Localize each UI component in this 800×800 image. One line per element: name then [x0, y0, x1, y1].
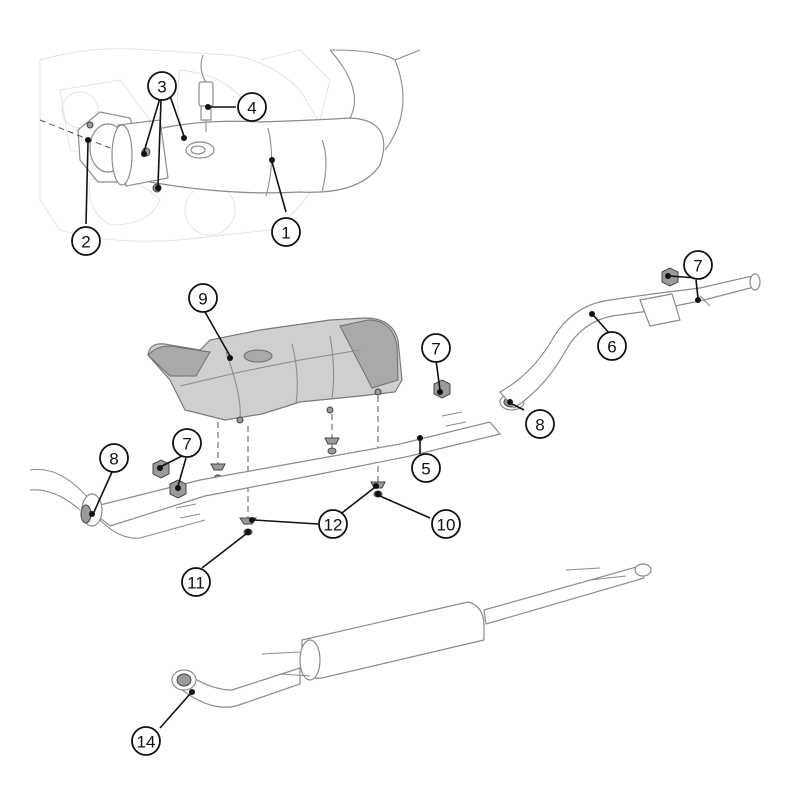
- clamp-front-part-8: [80, 493, 103, 527]
- callout-7-rear-label: 7: [693, 257, 702, 276]
- callout-1: 1: [271, 217, 301, 247]
- callout-2-label: 2: [81, 233, 90, 252]
- rear-connector-pipe-part-6: [499, 273, 761, 409]
- callout-12-label: 12: [324, 516, 343, 535]
- callout-4: 4: [237, 92, 267, 122]
- callout-12: 12: [318, 509, 348, 539]
- callout-10: 10: [431, 509, 461, 539]
- callout-14-label: 14: [137, 733, 156, 752]
- callout-11: 11: [181, 567, 211, 597]
- callout-6: 6: [597, 331, 627, 361]
- callout-10-label: 10: [437, 516, 456, 535]
- callout-8-front: 8: [99, 443, 129, 473]
- callout-14: 14: [131, 726, 161, 756]
- oxygen-sensor-part-4: [198, 54, 214, 132]
- callout-7-middle: 7: [421, 333, 451, 363]
- front-downpipe-part-1: [134, 49, 421, 197]
- intermediate-pipe-part-5: [29, 411, 502, 539]
- callout-8-rear: 8: [525, 409, 555, 439]
- callout-3-label: 3: [157, 78, 166, 97]
- callout-1-label: 1: [281, 224, 290, 243]
- callout-9-label: 9: [198, 290, 207, 309]
- callout-7-front-label: 7: [182, 435, 191, 454]
- callout-8-front-label: 8: [109, 450, 118, 469]
- callout-2: 2: [71, 226, 101, 256]
- nut-middle-part-7: [433, 379, 451, 399]
- callout-6-label: 6: [607, 338, 616, 357]
- callout-7-middle-label: 7: [431, 340, 440, 359]
- callout-8-rear-label: 8: [535, 416, 544, 435]
- callout-7-rear: 7: [683, 250, 713, 280]
- callout-5-label: 5: [421, 460, 430, 479]
- callout-4-label: 4: [247, 99, 256, 118]
- rear-muffler-assembly-part-14: [171, 563, 652, 708]
- heat-shield-part-9: [147, 317, 403, 424]
- callout-3: 3: [147, 71, 177, 101]
- callout-7-front: 7: [172, 428, 202, 458]
- callout-5: 5: [411, 453, 441, 483]
- callout-9: 9: [188, 283, 218, 313]
- callout-11-label: 11: [187, 574, 205, 593]
